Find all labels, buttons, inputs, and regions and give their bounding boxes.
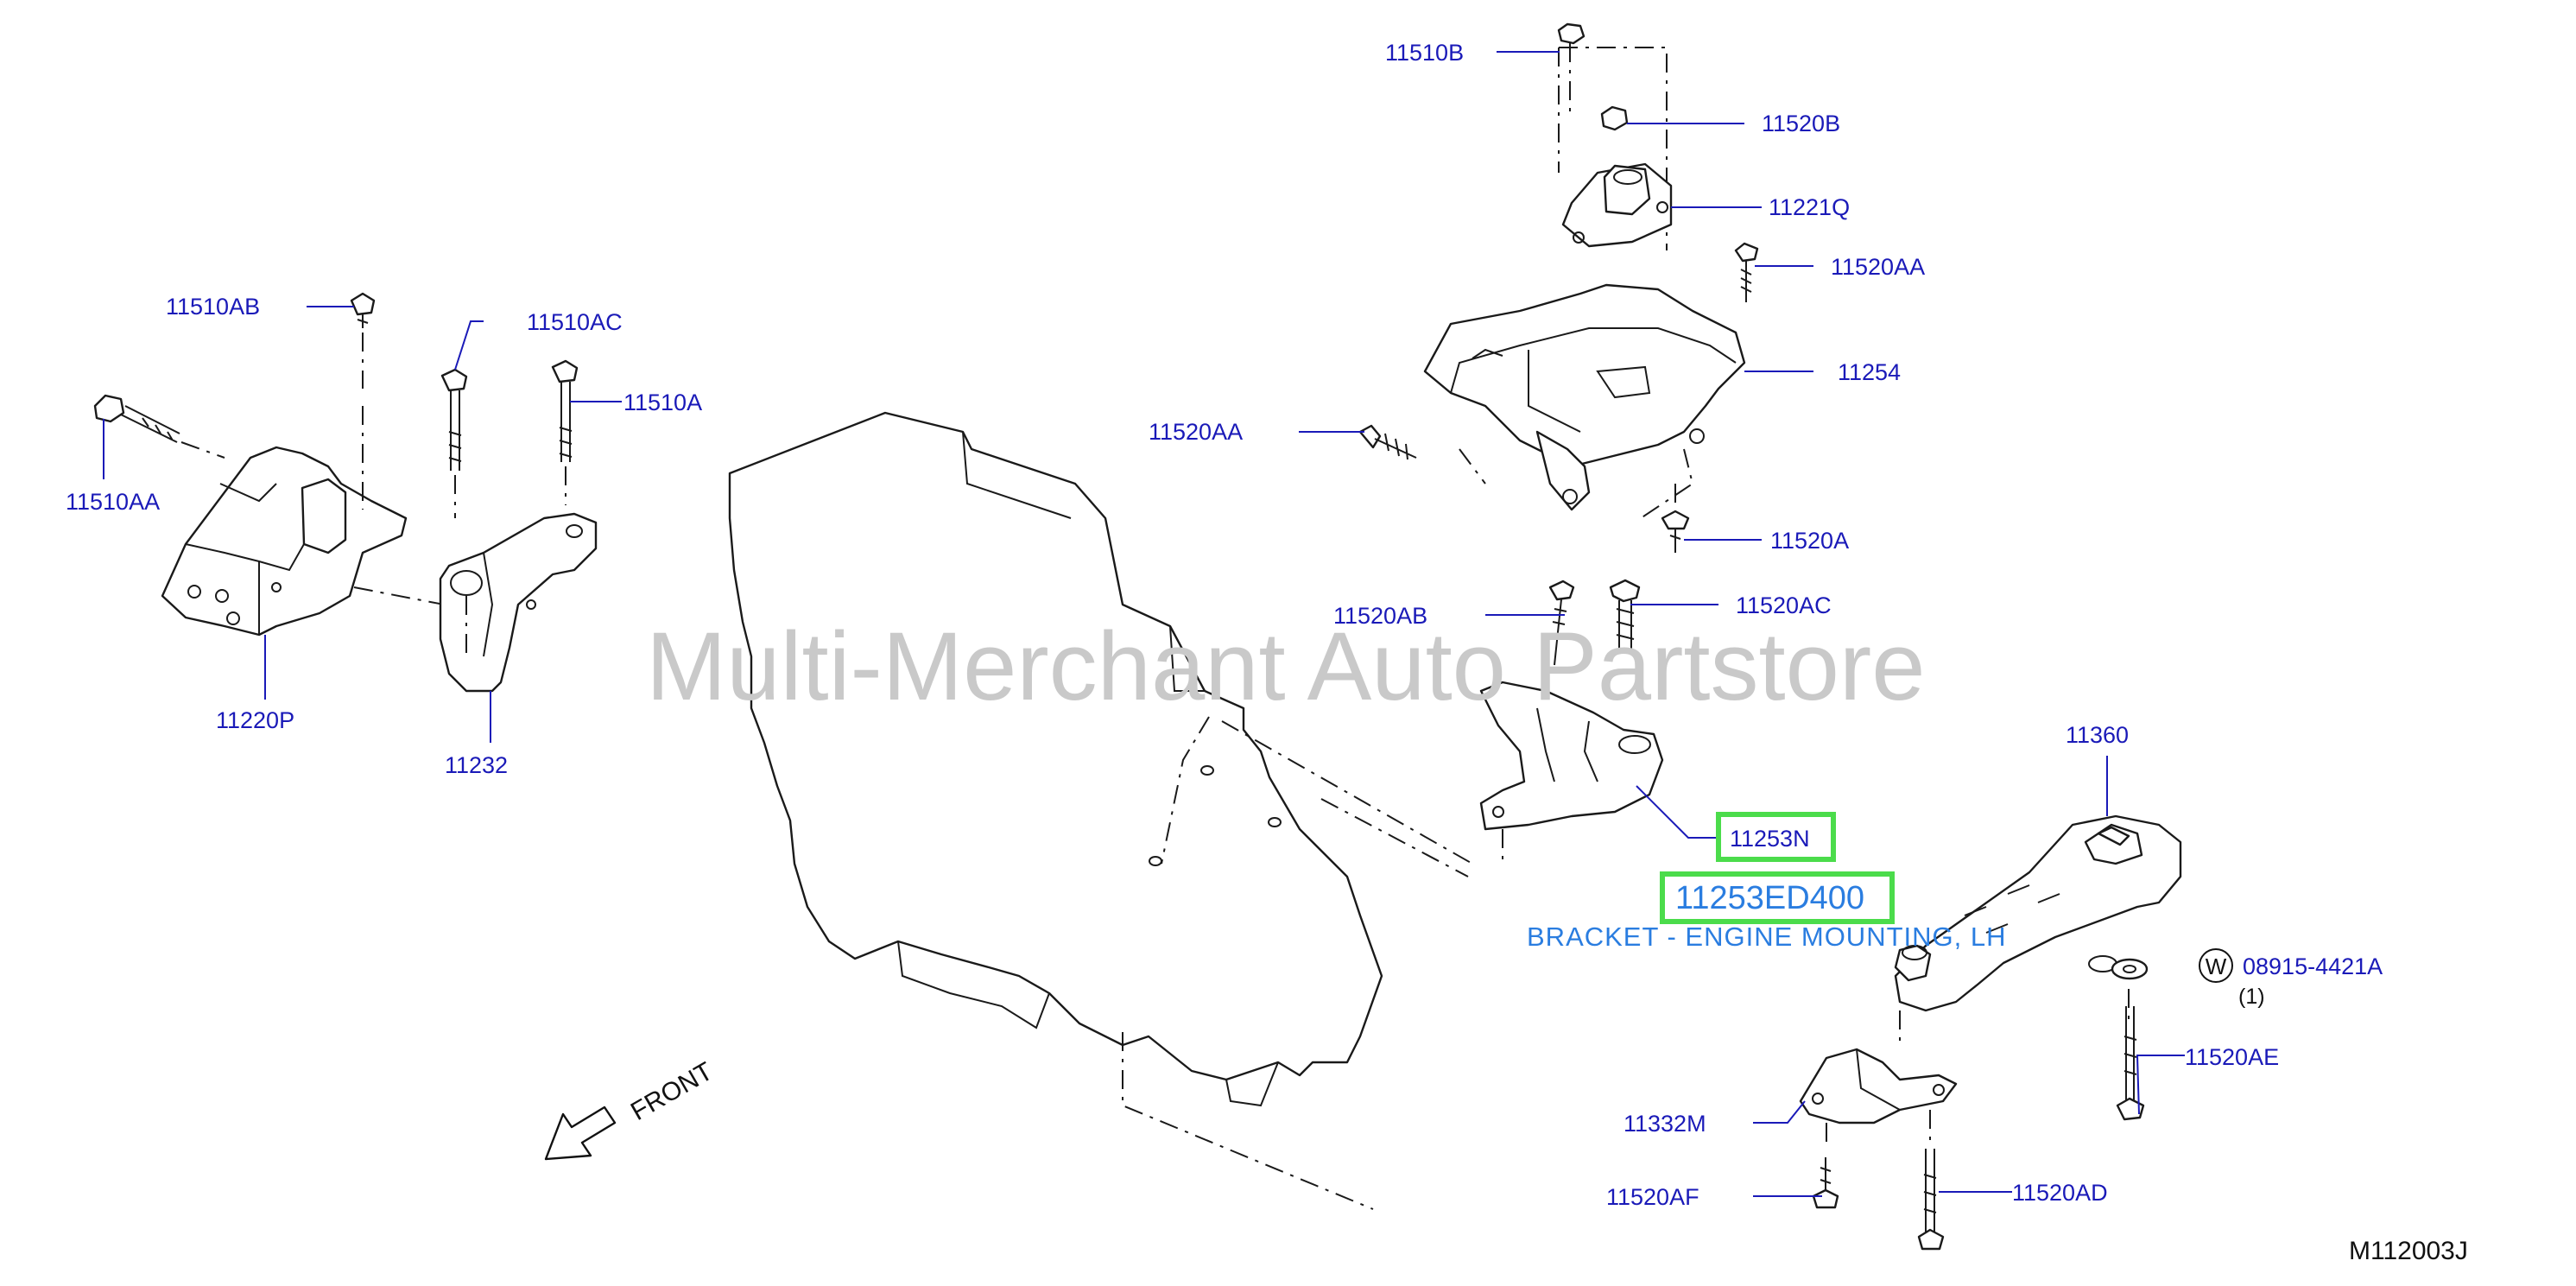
mount-insulator-11220p (161, 406, 467, 637)
front-label: FRONT (626, 1057, 718, 1126)
callout-11520ac[interactable]: 11520AC (1736, 592, 1832, 618)
part-description: BRACKET - ENGINE MOUNTING, LH (1527, 922, 2007, 952)
bolt-11520aa-top (1734, 242, 1759, 302)
bolt-11510a (551, 359, 579, 505)
callout-11520aa-left[interactable]: 11520AA (1149, 419, 1243, 445)
part-code-highlight (1660, 871, 1895, 924)
bracket-11232 (439, 512, 598, 693)
mount-insulator-11221q (1558, 47, 1673, 250)
callout-08915-4421a[interactable]: 08915-4421A (2243, 953, 2383, 979)
bolt-11510ac (440, 368, 468, 518)
callout-11510ac[interactable]: 11510AC (527, 309, 623, 335)
bolt-11510aa (93, 394, 225, 459)
front-indicator: FRONT (544, 1057, 718, 1161)
callout-11520ab[interactable]: 11520AB (1333, 603, 1427, 629)
callout-11520af[interactable]: 11520AF (1606, 1184, 1699, 1210)
callout-labels: 11510B 11520B 11221Q 11520AA 11254 11520… (66, 40, 2383, 1210)
nut-11520b (1600, 105, 1629, 131)
washer-08915 (2111, 958, 2149, 980)
callout-11520aa-top[interactable]: 11520AA (1831, 254, 1925, 280)
torque-rod-11360 (1894, 814, 2182, 1045)
callout-11510b[interactable]: 11510B (1385, 40, 1464, 66)
callout-11232[interactable]: 11232 (445, 752, 508, 778)
bolt-11520ae (2116, 1006, 2145, 1121)
bolt-11520aa-left (1358, 424, 1417, 460)
callout-11253n[interactable]: 11253N (1730, 826, 1810, 852)
callout-11220p[interactable]: 11220P (216, 707, 294, 733)
engine-mount-bracket-lh[interactable] (1479, 681, 1664, 864)
engine-block (728, 411, 1473, 1210)
bracket-11332m (1799, 1048, 1958, 1149)
bracket-11254 (1423, 283, 1746, 519)
callout-11254[interactable]: 11254 (1838, 359, 1901, 385)
stud-11520ac (1609, 579, 1641, 652)
bolt-11520ad (1917, 1149, 1945, 1251)
front-arrow-icon (544, 1105, 617, 1161)
leader-lines (103, 51, 2185, 1197)
bolt-11520af (1812, 1157, 1839, 1209)
washer-symbol: W (2199, 948, 2233, 983)
bolt-11520ab (1548, 580, 1575, 666)
nut-11510b (1557, 22, 1585, 112)
highlighted-part: 11253N 11253ED400 BRACKET - ENGINE MOUNT… (1527, 812, 2007, 952)
callout-11510a[interactable]: 11510A (623, 390, 702, 415)
bolt-11510ab (350, 292, 376, 389)
washer-symbol-letter: W (2206, 953, 2227, 979)
watermark: Multi-Merchant Auto Partstore (646, 612, 1925, 720)
callout-11520a[interactable]: 11520A (1770, 528, 1849, 554)
callout-08915-qty: (1) (2238, 985, 2265, 1009)
callout-11360[interactable]: 11360 (2066, 722, 2129, 748)
callout-11221q[interactable]: 11221Q (1769, 194, 1850, 220)
callout-11332m[interactable]: 11332M (1623, 1111, 1706, 1137)
bolt-11520a (1661, 484, 1690, 553)
callout-11510ab[interactable]: 11510AB (166, 294, 260, 320)
callout-11510aa[interactable]: 11510AA (66, 489, 160, 515)
callout-11520ad[interactable]: 11520AD (2012, 1180, 2108, 1206)
part-code[interactable]: 11253ED400 (1675, 880, 1864, 916)
diagram-code: M112003J (2349, 1237, 2468, 1265)
callout-11253n-highlight (1716, 812, 1836, 862)
callout-11520b[interactable]: 11520B (1762, 111, 1840, 136)
callout-11520ae[interactable]: 11520AE (2185, 1044, 2279, 1070)
